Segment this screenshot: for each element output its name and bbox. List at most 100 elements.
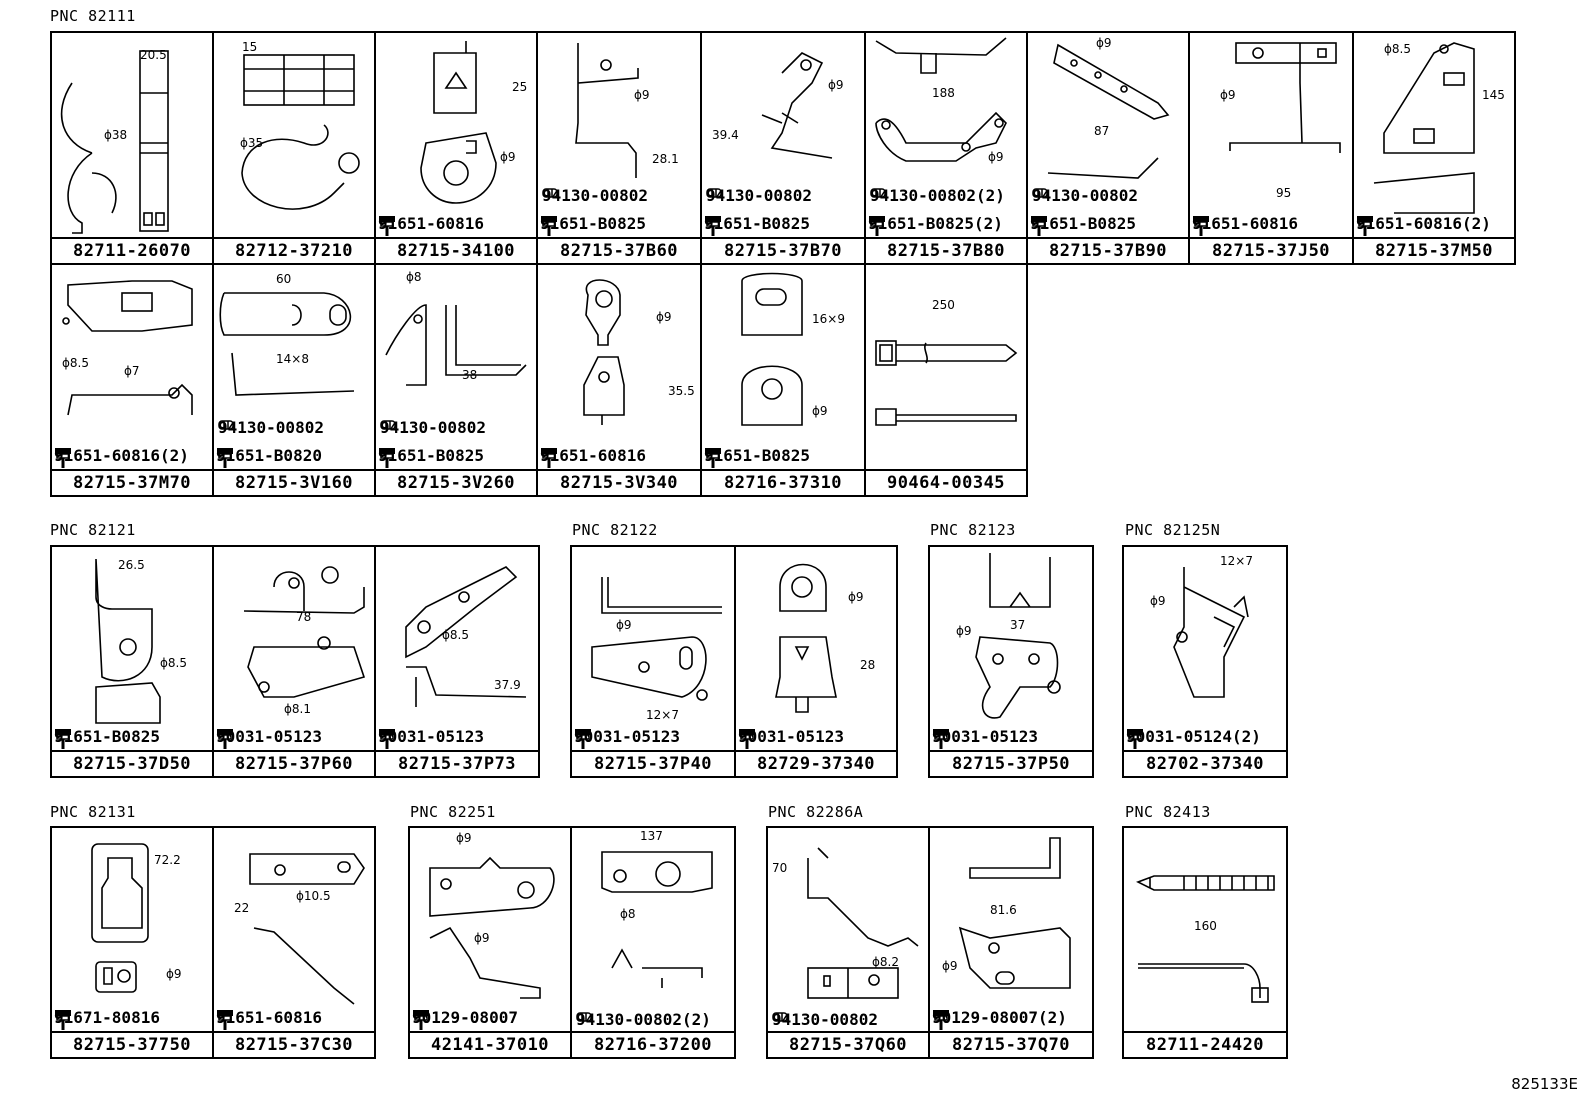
nut-part-number[interactable]: 94130-00802: [706, 187, 812, 205]
bolt-part-number[interactable]: 90031-05123: [216, 728, 322, 749]
nut-part-number[interactable]: 94130-00802(2): [576, 1011, 711, 1029]
part-drawing: [1229, 42, 1341, 153]
part-number[interactable]: 82715-37B70: [702, 237, 864, 263]
bolt-part-number[interactable]: 90129-08007: [412, 1009, 518, 1030]
bolt-part-number[interactable]: 91651-60816: [540, 447, 646, 468]
part-number[interactable]: 82715-34100: [376, 237, 536, 263]
pnc-label: PNC 82286A: [768, 803, 864, 821]
part-number[interactable]: 82715-37B60: [538, 237, 700, 263]
part-number[interactable]: 82715-37M70: [52, 469, 212, 495]
pnc-label: PNC 82121: [50, 521, 136, 539]
part-number[interactable]: 82711-26070: [52, 237, 212, 263]
bolt-part-number[interactable]: 91651-B0820: [216, 447, 322, 468]
dimension-label: 26.5: [118, 558, 145, 572]
part-number[interactable]: 82715-37750: [52, 1031, 212, 1057]
nut-part-number[interactable]: 94130-00802: [772, 1011, 878, 1029]
part-drawing: [385, 304, 527, 386]
dimension-label: 188: [932, 86, 955, 100]
part-number[interactable]: 82715-37B80: [866, 237, 1026, 263]
bolt-part-number[interactable]: 91651-60816: [1192, 215, 1298, 236]
part-number[interactable]: 82716-37310: [702, 469, 864, 495]
part-number[interactable]: 82715-37P73: [376, 750, 538, 776]
nut-part-number[interactable]: 94130-00802: [1032, 187, 1138, 205]
bolt-part-number[interactable]: 90031-05123: [378, 728, 484, 749]
part-number[interactable]: 82729-37340: [736, 750, 896, 776]
bolt-part-number[interactable]: 91651-60816: [216, 1009, 322, 1030]
dimension-label: 20.5: [140, 48, 167, 62]
part-number[interactable]: 82715-37C30: [214, 1031, 374, 1057]
part-number[interactable]: 82715-37Q60: [768, 1031, 928, 1057]
bolt-part-number[interactable]: 91651-B0825: [704, 447, 810, 468]
bolt-part-number[interactable]: 91671-80816: [54, 1009, 160, 1030]
nut-part-number-text: 94130-00802: [706, 186, 812, 205]
part-number[interactable]: 42141-37010: [410, 1031, 570, 1057]
part-number[interactable]: 82715-3V160: [214, 469, 374, 495]
bolt-part-number[interactable]: 91651-B0825: [704, 215, 810, 236]
nut-part-number[interactable]: 94130-00802: [542, 187, 648, 205]
bolt-part-number[interactable]: 91651-60816: [378, 215, 484, 236]
bolt-part-number[interactable]: 91651-B0825(2): [868, 215, 1003, 236]
bolt-part-number[interactable]: 90129-08007(2): [932, 1009, 1067, 1030]
part-number[interactable]: 82715-37D50: [52, 750, 212, 776]
nut-part-number[interactable]: 94130-00802: [380, 419, 486, 437]
part-number[interactable]: 82715-37P60: [214, 750, 374, 776]
dimension-label: ϕ9: [634, 88, 650, 102]
nut-part-number[interactable]: 94130-00802(2): [870, 187, 1005, 205]
part-number[interactable]: 82715-3V260: [376, 469, 536, 495]
bolt-part-number[interactable]: 90031-05123: [574, 728, 680, 749]
part-number[interactable]: 82715-37M50: [1354, 237, 1514, 263]
bolt-part-number[interactable]: 91651-B0825: [1030, 215, 1136, 236]
bolt-part-number[interactable]: 91651-B0825: [378, 447, 484, 468]
bolt-part-number[interactable]: 91651-60816(2): [1356, 215, 1491, 236]
nut-part-number[interactable]: 94130-00802: [218, 419, 324, 437]
part-number[interactable]: 82715-37P40: [572, 750, 734, 776]
part-number[interactable]: 90464-00345: [866, 469, 1026, 495]
part-number[interactable]: 82715-37P50: [930, 750, 1092, 776]
dimension-label: ϕ9: [812, 404, 828, 418]
part-number[interactable]: 82715-37B90: [1028, 237, 1188, 263]
part-number[interactable]: 82715-37J50: [1190, 237, 1352, 263]
part-number[interactable]: 82702-37340: [1124, 750, 1286, 776]
part-number[interactable]: 82711-24420: [1124, 1031, 1286, 1057]
bolt-part-number[interactable]: 91651-B0825: [540, 215, 646, 236]
bolt-part-number[interactable]: 90031-05123: [738, 728, 844, 749]
part-drawing: [405, 566, 527, 707]
part-number[interactable]: 82715-3V340: [538, 469, 700, 495]
bolt-part-number[interactable]: 90031-05123: [932, 728, 1038, 749]
part-number[interactable]: 82716-37200: [572, 1031, 734, 1057]
bolt-part-number[interactable]: 91651-B0825: [54, 728, 160, 749]
bolt-part-number[interactable]: 90031-05124(2): [1126, 728, 1261, 749]
part-number[interactable]: 82712-37210: [214, 237, 374, 263]
bolt-part-number[interactable]: 91651-60816(2): [54, 447, 189, 468]
part-number[interactable]: 82715-37Q70: [930, 1031, 1092, 1057]
